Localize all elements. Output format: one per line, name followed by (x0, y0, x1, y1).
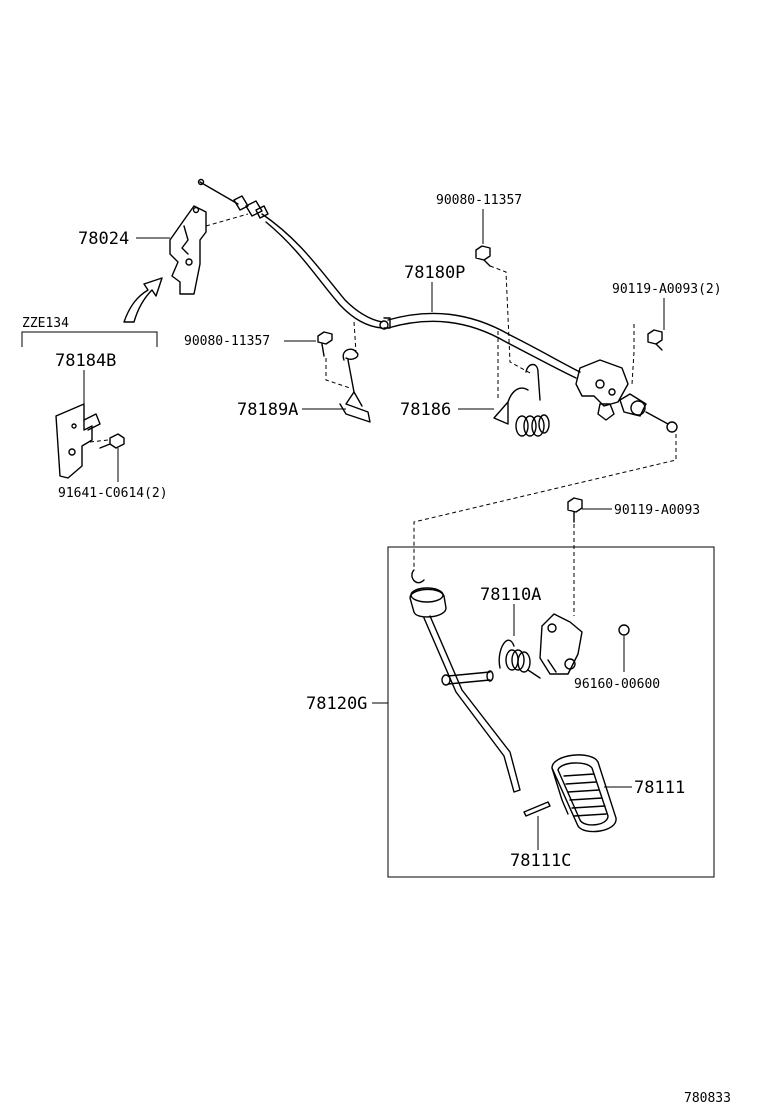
arrow-icon (123, 277, 163, 323)
label-78189A: 78189A (237, 400, 298, 420)
bolt-90119-2 (647, 329, 663, 351)
label-78111: 78111 (634, 778, 685, 798)
pin-78111C (523, 801, 551, 817)
dash-cable-clip (353, 321, 357, 353)
dash-91641 (89, 439, 109, 443)
diagram-id: 780833 (684, 1091, 731, 1106)
dash-90119-2 (631, 324, 635, 385)
nut-96160 (618, 624, 630, 636)
label-96160: 96160-00600 (574, 677, 660, 692)
pedal-arm-78120G (409, 569, 521, 793)
dash-90080-left (325, 358, 351, 389)
accelerator-cable (197, 178, 581, 379)
bracket-78024 (169, 205, 207, 295)
label-78024: 78024 (78, 229, 129, 249)
dash-78024 (205, 213, 249, 227)
bolt-90080-left (317, 331, 333, 357)
label-90119-2: 90119-A0093(2) (612, 282, 722, 297)
label-78186: 78186 (400, 400, 451, 420)
cable-end-bracket (575, 359, 678, 433)
label-78110A: 78110A (480, 585, 541, 605)
bolt-90080-top (475, 245, 491, 267)
pedal-pad-78111 (551, 754, 617, 833)
label-78120G: 78120G (306, 694, 367, 714)
clip-78189A (339, 348, 371, 423)
label-zze134: ZZE134 (22, 316, 69, 331)
label-90119: 90119-A0093 (614, 503, 700, 518)
dash-90080-top (489, 265, 533, 375)
spring-78110A (498, 639, 541, 679)
label-78180P: 78180P (404, 263, 465, 283)
zze134-group (21, 331, 158, 479)
label-91641: 91641-C0614(2) (58, 486, 168, 501)
label-78184B: 78184B (55, 351, 116, 371)
dash-cable-pedal (413, 434, 677, 570)
label-78111C: 78111C (510, 851, 571, 871)
bolt-90119 (567, 497, 583, 523)
pedal-bracket (539, 613, 583, 675)
pedal-assembly-box (387, 546, 715, 878)
label-90080-top: 90080-11357 (436, 193, 522, 208)
spring-78186 (493, 363, 550, 437)
label-90080-left: 90080-11357 (184, 334, 270, 349)
